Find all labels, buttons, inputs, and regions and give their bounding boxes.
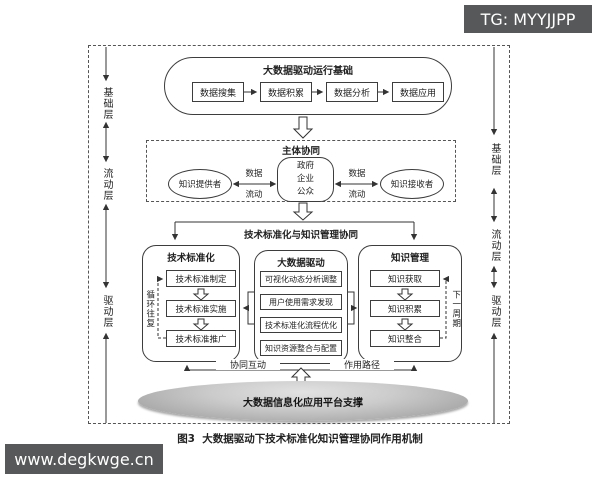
interaction-label: 协同互动 [216, 359, 280, 371]
action-path-label: 作用路径 [330, 359, 394, 371]
bigdata-step-resource: 知识资源整合与配置 [260, 340, 342, 356]
layer-label-flow-right: 流动层 [489, 228, 500, 262]
foundation-step-apply: 数据应用 [392, 82, 444, 102]
bigdata-title: 大数据驱动 [277, 258, 325, 269]
data-flow-label-right-top: 数据 [348, 168, 366, 179]
step-arrow-left-1 [192, 288, 210, 301]
knowledge-step-acquire: 知识获取 [370, 270, 440, 287]
foundation-step-accumulate: 数据积累 [260, 82, 312, 102]
bigdata-step-visual: 可视化动态分析调整 [260, 271, 342, 287]
standardization-title: 技术标准化 [167, 253, 215, 264]
bigdata-column [254, 250, 348, 364]
bracket-right [348, 291, 358, 325]
watermark-site: www.degkwge.cn [5, 444, 163, 474]
layer-label-foundation-left: 基础层 [101, 86, 112, 120]
collaboration-title: 技术标准化与知识管理协同 [210, 227, 392, 241]
layer-label-drive-left: 驱动层 [101, 294, 112, 328]
data-flow-label-right-bottom: 流动 [348, 189, 366, 200]
foundation-title: 大数据驱动运行基础 [263, 66, 353, 77]
standardization-column [142, 245, 240, 362]
foundation-stadium [164, 57, 452, 115]
step-arrow-left-2 [192, 318, 210, 331]
figure-caption: 图3 大数据驱动下技术标准化知识管理协同作用机制 [177, 433, 423, 445]
branch-lines [171, 221, 418, 241]
step-arrow-right-2 [396, 318, 414, 331]
subject-title: 主体协同 [281, 146, 320, 157]
layer-label-flow-left: 流动层 [101, 167, 112, 201]
standardization-step-make: 技术标准制定 [166, 270, 236, 287]
knowledge-column [358, 245, 462, 362]
data-flow-label-left-bottom: 流动 [245, 189, 263, 200]
next-cycle-label: 下一周期 [450, 290, 461, 328]
platform-label: 大数据信息化应用平台支撑 [243, 397, 363, 409]
block-arrow-down-1 [292, 116, 314, 139]
knowledge-step-accumulate: 知识积累 [370, 300, 440, 317]
layer-label-foundation-right: 基础层 [489, 142, 500, 176]
subject-center-enterprise: 企业 [296, 174, 314, 184]
block-arrow-down-2 [292, 202, 314, 221]
data-flow-label-left-top: 数据 [245, 168, 263, 179]
knowledge-provider-ellipse: 知识提供者 [168, 169, 232, 199]
bigdata-step-process: 技术标准化流程优化 [260, 317, 342, 333]
platform-ellipse: 大数据信息化应用平台支撑 [138, 381, 468, 421]
layer-label-drive-right: 驱动层 [489, 294, 500, 328]
subject-center-box: 政府 企业 公众 [277, 157, 334, 202]
knowledge-step-integrate: 知识整合 [370, 330, 440, 347]
loop-cycle-left [156, 275, 166, 339]
knowledge-title: 知识管理 [390, 253, 429, 264]
standardization-step-implement: 技术标准实施 [166, 300, 236, 317]
knowledge-receiver-ellipse: 知识接收者 [380, 169, 444, 199]
cycle-loop-label: 循环往复 [144, 290, 155, 328]
foundation-step-analyze: 数据分析 [326, 82, 378, 102]
subject-center-public: 公众 [296, 187, 314, 197]
bracket-left [242, 291, 254, 325]
bigdata-step-demand: 用户使用需求发现 [260, 294, 342, 310]
loop-cycle-right [440, 275, 450, 339]
subject-center-government: 政府 [296, 161, 314, 171]
watermark-telegram: TG: MYYJJPP [464, 5, 592, 33]
standardization-step-promote: 技术标准推广 [166, 330, 236, 347]
step-arrow-right-1 [396, 288, 414, 301]
foundation-step-collect: 数据搜集 [192, 82, 244, 102]
outer-dashed-frame [88, 45, 510, 424]
